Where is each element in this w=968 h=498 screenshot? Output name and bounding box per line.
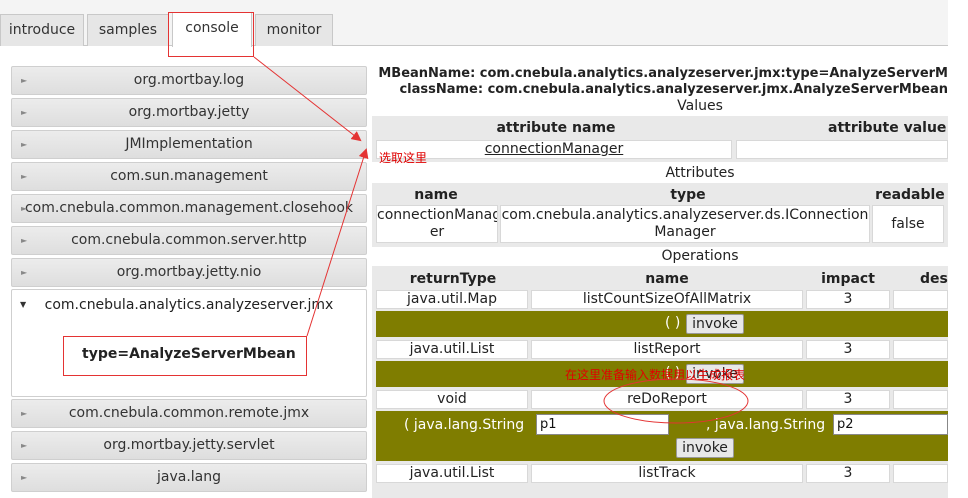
chevron-right-icon: ► (21, 409, 28, 418)
op-description (893, 290, 948, 309)
sidebar-item[interactable]: ► JMImplementation (11, 130, 367, 159)
chevron-right-icon: ► (21, 473, 28, 482)
op-name: listReport (531, 340, 803, 359)
annotation-input-note: 在这里准备输入数据用以生成报表 (565, 368, 746, 382)
op-name: reDoReport (531, 390, 803, 409)
sidebar-item[interactable]: ► com.cnebula.common.remote.jmx (11, 399, 367, 428)
column-header: returnType (409, 271, 497, 287)
sidebar-item-label: JMImplementation (125, 136, 253, 152)
annotation-box-console (168, 12, 254, 57)
op-impact: 3 (806, 390, 890, 409)
params-empty: ( ) (665, 315, 681, 331)
op-name: listCountSizeOfAllMatrix (531, 290, 803, 309)
op-description (893, 390, 948, 409)
column-header: des (920, 271, 948, 287)
sidebar-item-label: java.lang (156, 469, 221, 485)
attribute-readable-cell: false (872, 205, 944, 243)
attribute-value-cell (736, 140, 948, 159)
column-header: name (414, 187, 458, 203)
values-table: attribute name attribute value connectio… (372, 116, 948, 162)
sidebar-item[interactable]: ► java.lang (11, 463, 367, 492)
attribute-link-connection-manager[interactable]: connectionManager (376, 140, 732, 159)
operations-caption: Operations (661, 248, 739, 264)
column-header: attribute value (828, 120, 947, 136)
attribute-type-cell: com.cnebula.analytics.analyzeserver.ds.I… (500, 205, 870, 243)
chevron-right-icon: ► (21, 268, 28, 277)
op-description (893, 340, 948, 359)
sidebar-item-label: com.cnebula.common.management.closehook (24, 200, 354, 216)
op-description (893, 464, 948, 483)
chevron-right-icon: ► (21, 140, 28, 149)
annotation-select-here: 选取这里 (379, 151, 428, 165)
annotation-box-type (63, 336, 307, 376)
sidebar-item[interactable]: ► org.mortbay.jetty.servlet (11, 431, 367, 460)
sidebar-item-label: com.cnebula.common.remote.jmx (68, 405, 310, 421)
op-return-type: java.util.List (376, 464, 528, 483)
sidebar-item-label: org.mortbay.jetty.nio (116, 264, 262, 280)
values-caption: Values (677, 98, 723, 114)
attributes-table: name type readable connectionManag er co… (372, 183, 948, 247)
tab-monitor[interactable]: monitor (255, 14, 333, 46)
chevron-right-icon: ► (21, 441, 28, 450)
op-return-type: java.util.Map (376, 290, 528, 309)
column-header: readable (875, 187, 945, 203)
chevron-right-icon: ► (21, 172, 28, 181)
tab-console[interactable]: console (172, 12, 252, 47)
sidebar-item-label: com.sun.management (110, 168, 268, 184)
sidebar-item[interactable]: ►com.cnebula.common.management.closehook (11, 194, 367, 223)
column-header: attribute name (496, 120, 616, 136)
sidebar-item[interactable]: ► com.sun.management (11, 162, 367, 191)
params-empty: ( ) (665, 365, 681, 381)
op-return-type: void (376, 390, 528, 409)
op-impact: 3 (806, 290, 890, 309)
param-type-2: , java.lang.String (706, 417, 826, 433)
sidebar-item[interactable]: ► org.mortbay.log (11, 66, 367, 95)
op-impact: 3 (806, 340, 890, 359)
tab-introduce[interactable]: introduce (0, 14, 84, 46)
param-p1-input[interactable]: p1 (536, 414, 669, 435)
sidebar-item-label: com.cnebula.analytics.analyzeserver.jmx (44, 297, 334, 313)
sidebar-item[interactable]: ► org.mortbay.jetty (11, 98, 367, 127)
param-p2-input[interactable]: p2 (833, 414, 948, 435)
mbean-name: MBeanName: com.cnebula.analytics.analyze… (378, 66, 948, 81)
tab-samples[interactable]: samples (87, 14, 169, 46)
invoke-button[interactable]: invoke (686, 314, 744, 334)
attributes-caption: Attributes (665, 165, 735, 181)
chevron-right-icon: ► (21, 76, 28, 85)
chevron-right-icon: ► (21, 236, 28, 245)
invoke-bar-params: ( java.lang.String p1 , java.lang.String… (376, 411, 948, 461)
op-impact: 3 (806, 464, 890, 483)
invoke-bar: ( ) invoke (376, 311, 948, 337)
mbean-class-name: className: com.cnebula.analytics.analyze… (399, 82, 948, 97)
chevron-right-icon: ► (21, 204, 28, 213)
column-header: name (645, 271, 689, 287)
column-header: type (670, 187, 706, 203)
chevron-right-icon: ► (21, 108, 28, 117)
tab-bar: introduce samples console monitor (0, 0, 948, 47)
sidebar-item[interactable]: ► com.cnebula.common.server.http (11, 226, 367, 255)
param-type-1: ( java.lang.String (404, 417, 525, 433)
op-return-type: java.util.List (376, 340, 528, 359)
chevron-down-icon: ▼ (20, 300, 27, 309)
invoke-button[interactable]: invoke (676, 438, 734, 458)
sidebar-item-label: com.cnebula.common.server.http (71, 232, 307, 248)
sidebar-item-label: org.mortbay.jetty (128, 104, 250, 120)
attribute-name-cell: connectionManag er (376, 205, 498, 243)
column-header: impact (821, 271, 875, 287)
sidebar-expanded-header[interactable]: ▼ com.cnebula.analytics.analyzeserver.jmx (12, 290, 366, 320)
mbean-type-link[interactable]: type=AnalyzeServerMbean (82, 346, 296, 362)
sidebar-item-label: org.mortbay.jetty.servlet (103, 437, 275, 453)
sidebar-item[interactable]: ► org.mortbay.jetty.nio (11, 258, 367, 287)
sidebar-item-label: org.mortbay.log (133, 72, 245, 88)
op-name: listTrack (531, 464, 803, 483)
